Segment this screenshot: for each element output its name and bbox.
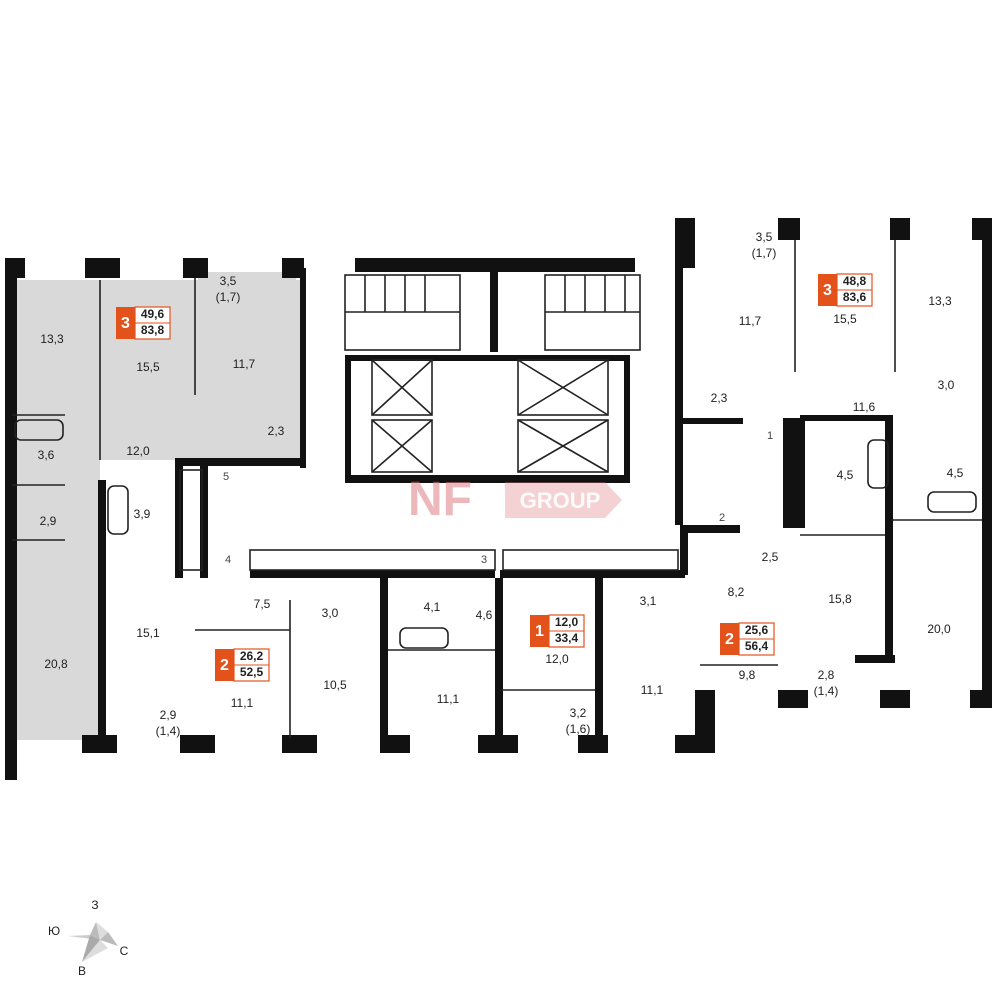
room-labels: 13,3 15,5 3,5 (1,7) 11,7 3,6 12,0 2,3 2,… [38, 230, 964, 738]
exterior-walls [5, 218, 992, 780]
apartment-badge: 3 48,8 83,6 [818, 273, 873, 307]
apartment-badges: 349,683,8348,883,6112,033,4226,252,5225,… [116, 273, 873, 682]
room-area: 11,1 [231, 696, 254, 710]
badge-living-area: 25,6 [745, 623, 769, 637]
room-area: 3,9 [134, 507, 151, 521]
room-area: 8,2 [728, 585, 745, 599]
highlighted-unit-loggia [198, 272, 296, 317]
room-area: 11,7 [233, 357, 256, 371]
interior-walls [175, 265, 895, 738]
compass-north: З [91, 898, 98, 912]
badge-room-count: 2 [220, 657, 229, 674]
compass-west: Ю [48, 924, 60, 938]
badge-room-count: 3 [823, 282, 832, 299]
room-area: 4,6 [476, 608, 493, 622]
room-area: 15,5 [833, 312, 857, 326]
badge-room-count-box [818, 274, 837, 306]
room-area: 11,1 [437, 692, 460, 706]
watermark-logo: NF GROUP [408, 473, 622, 526]
badge-total-area: 56,4 [745, 639, 769, 653]
room-area: 4,5 [837, 468, 854, 482]
room-area: 15,1 [136, 626, 160, 640]
badge-living-area: 26,2 [240, 649, 264, 663]
badge-room-count: 1 [535, 623, 544, 640]
room-area: 13,3 [928, 294, 952, 308]
compass-south: В [78, 964, 86, 978]
room-area: 13,3 [40, 332, 64, 346]
door-number: 4 [225, 554, 231, 566]
room-area: 3,5 [220, 274, 237, 288]
room-area: 15,8 [828, 592, 852, 606]
room-area: 3,6 [38, 448, 55, 462]
room-area: 11,7 [739, 314, 762, 328]
room-area: 2,9 [40, 514, 57, 528]
badge-room-count-box [530, 615, 549, 647]
room-area: 4,1 [424, 600, 441, 614]
badge-living-area: 12,0 [555, 615, 579, 629]
room-area: 2,8 [818, 668, 835, 682]
badge-total-area: 52,5 [240, 665, 264, 679]
badge-room-count-box [720, 623, 739, 655]
badge-room-count-box [215, 649, 234, 681]
room-area: 3,1 [640, 594, 657, 608]
room-area: 2,3 [268, 424, 285, 438]
room-area: (1,6) [566, 722, 591, 736]
elevator-icon [371, 359, 609, 473]
room-area: 15,5 [136, 360, 160, 374]
room-area: 7,5 [254, 597, 271, 611]
badge-total-area: 83,8 [141, 323, 165, 337]
door-number: 2 [719, 512, 725, 524]
badge-room-count: 2 [725, 631, 734, 648]
room-area: 2,3 [711, 391, 728, 405]
apartment-badge: 3 49,6 83,8 [116, 306, 171, 340]
room-area: 3,0 [938, 378, 955, 392]
door-numbers: 1 2 3 4 5 [223, 430, 773, 566]
door-number: 3 [481, 554, 487, 566]
room-area: 11,1 [641, 683, 664, 697]
room-area: (1,4) [814, 684, 839, 698]
badge-living-area: 48,8 [843, 274, 867, 288]
corridor-storage [179, 469, 679, 571]
room-area: (1,7) [752, 246, 777, 260]
room-area: 3,5 [756, 230, 773, 244]
room-area: 10,5 [323, 678, 347, 692]
room-area: 2,5 [762, 550, 779, 564]
stairs-icon [344, 274, 641, 351]
apartment-badge: 1 12,0 33,4 [530, 614, 585, 648]
room-area: 3,0 [322, 606, 339, 620]
door-number: 1 [767, 430, 773, 442]
badge-room-count: 3 [121, 315, 130, 332]
apartment-badge: 2 25,6 56,4 [720, 622, 775, 656]
watermark-mark: NF [408, 473, 472, 526]
partitions [12, 240, 982, 738]
room-area: 11,6 [853, 400, 876, 414]
compass-rose-icon: З Ю С В [48, 898, 129, 978]
badge-total-area: 83,6 [843, 290, 867, 304]
room-area: 20,0 [927, 622, 951, 636]
compass-east: С [120, 944, 129, 958]
bathtub-icon [14, 419, 977, 649]
room-area: 12,0 [126, 444, 150, 458]
apartment-badge: 2 26,2 52,5 [215, 648, 270, 682]
room-area: 20,8 [44, 657, 68, 671]
room-area: 9,8 [739, 668, 756, 682]
badge-total-area: 33,4 [555, 631, 579, 645]
badge-living-area: 49,6 [141, 307, 165, 321]
door-number: 5 [223, 471, 229, 483]
room-area: (1,7) [216, 290, 241, 304]
room-area: 3,2 [570, 706, 587, 720]
room-area: 12,0 [545, 652, 569, 666]
badge-room-count-box [116, 307, 135, 339]
watermark-word: GROUP [520, 488, 601, 513]
highlighted-unit-left-column [12, 280, 100, 740]
room-area: (1,4) [156, 724, 181, 738]
room-area: 4,5 [947, 466, 964, 480]
room-area: 2,9 [160, 708, 177, 722]
